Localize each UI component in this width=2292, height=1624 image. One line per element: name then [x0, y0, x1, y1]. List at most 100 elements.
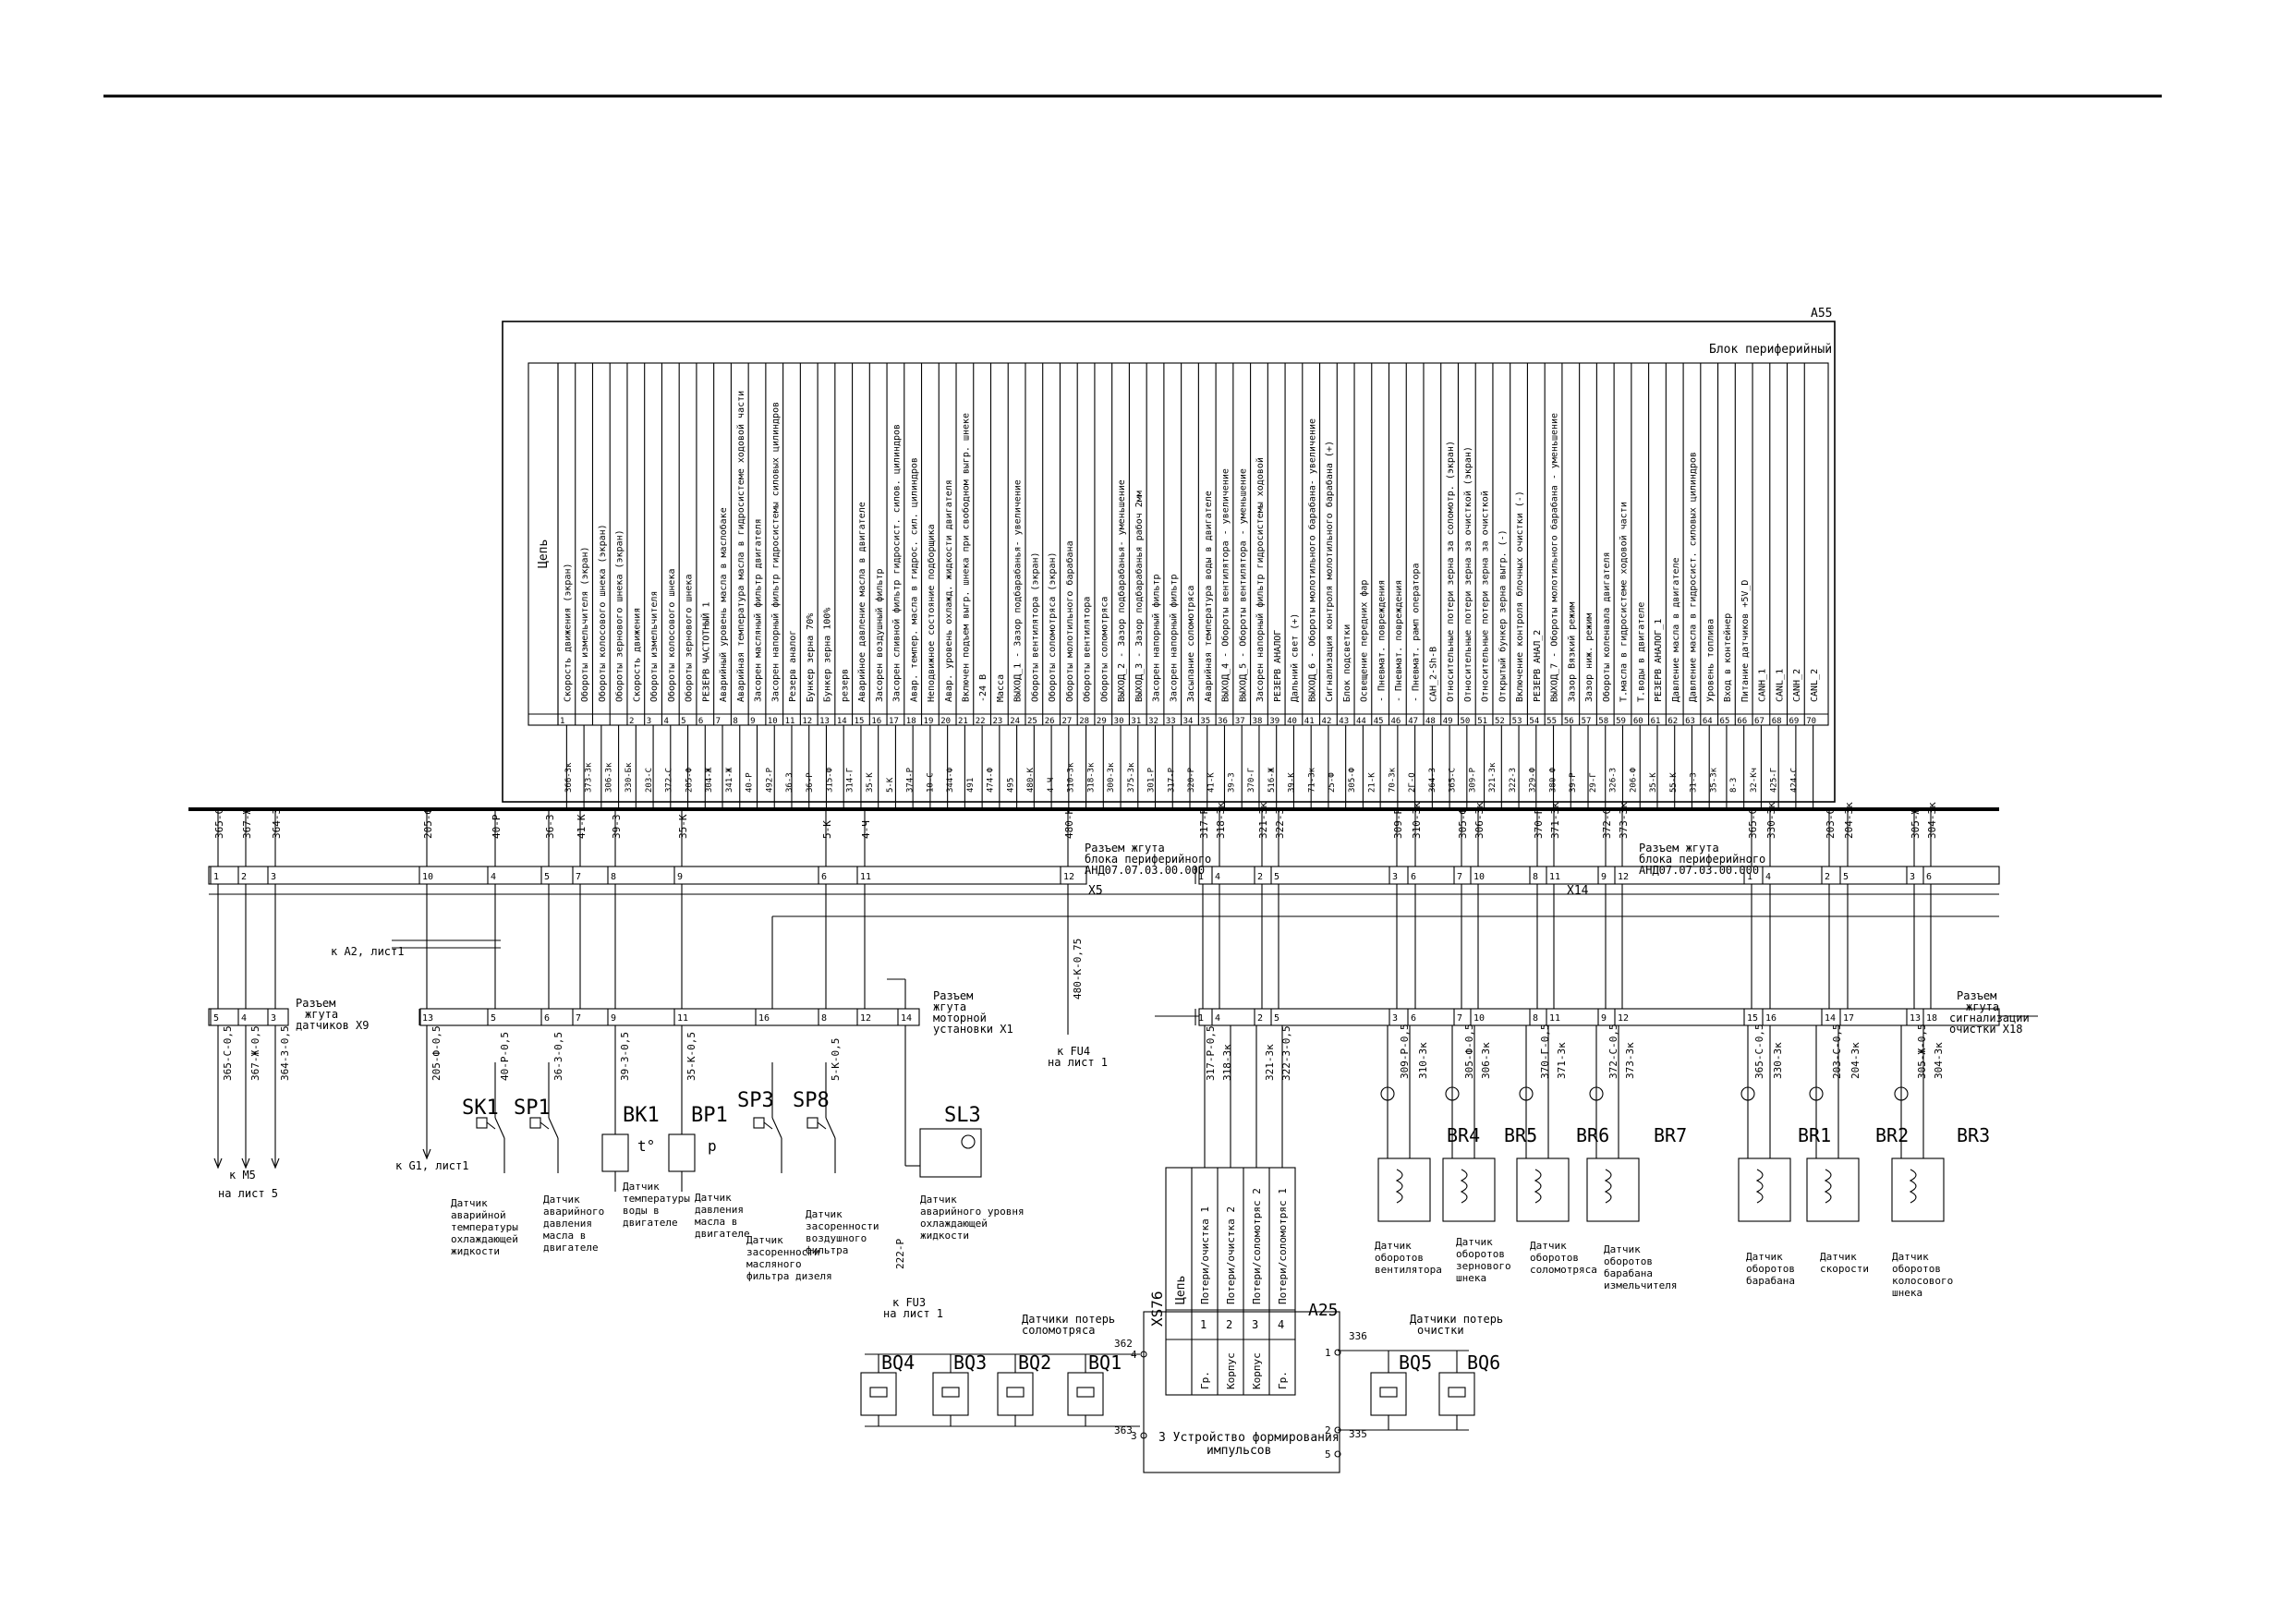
- a55-wire-mark: 492-Р: [765, 767, 774, 793]
- x5-title: Разъем жгута: [1085, 842, 1165, 854]
- br2-description: скорости: [1820, 1263, 1869, 1275]
- top-wire-label: 305-Ж: [1910, 808, 1922, 839]
- a55-wire-mark: 10-С: [926, 772, 935, 793]
- top-wire-label: 365-С: [213, 808, 225, 839]
- a55-pin-number: 69: [1789, 717, 1800, 726]
- top-wire-label: 304-Зк: [1926, 802, 1938, 839]
- connector-pin: 16: [1765, 1013, 1777, 1024]
- sk1-description: аварийной: [451, 1209, 506, 1221]
- top-wire-label: 205-Ф: [422, 808, 434, 839]
- shield-ring-icon: [1519, 1086, 1534, 1101]
- a55-wire-mark: 491: [966, 778, 976, 793]
- a55-pin-number: 4: [663, 717, 668, 726]
- ref-fu3: к FU3: [892, 1296, 926, 1309]
- a55-signal-label: Сигнализация контроля молотильного бараб…: [1324, 441, 1335, 702]
- bq-body: [1438, 1372, 1475, 1416]
- a55-pin-number: 20: [940, 717, 951, 726]
- a55-wire-mark: 318-Зк: [1086, 762, 1096, 793]
- a55-wire-mark: 341-Ж: [725, 767, 734, 793]
- connector-pin: 4: [1765, 872, 1771, 882]
- a55-pin-number: 23: [992, 717, 1002, 726]
- connector-pin: 11: [677, 1013, 688, 1024]
- a55-pin-number: 40: [1287, 717, 1297, 726]
- lower-wire-label: 480-К-0,75: [1072, 939, 1084, 1000]
- a55-signal-label: Обороты молотильного барабана: [1064, 540, 1075, 702]
- connector-pin: 9: [677, 872, 683, 882]
- connector-pin: 3: [1392, 872, 1398, 882]
- a55-block: A55 Блок периферийный Цепь Скорость движ…: [502, 307, 1836, 809]
- connector-pin: 7: [576, 872, 581, 882]
- connector-pin: 8: [1533, 1013, 1538, 1024]
- bq-id: BQ5: [1399, 1351, 1432, 1374]
- a55-pin-number: 30: [1114, 717, 1124, 726]
- xs76-col-number: 3: [1252, 1318, 1258, 1331]
- a55-signal-label: Неподвижное состояние подборщика: [926, 524, 937, 702]
- a55-pin-number: 44: [1356, 717, 1366, 726]
- sk1-id: SK1: [462, 1097, 499, 1120]
- connector-pin: 12: [860, 1013, 871, 1024]
- connector-pin: 6: [544, 1013, 550, 1024]
- connector-pin: 3: [271, 872, 276, 882]
- coil-icon: [1909, 1169, 1917, 1204]
- lower-wire-label: 305-Ф-0,5: [1463, 1024, 1475, 1079]
- a55-title: Блок периферийный: [1709, 343, 1832, 357]
- bk1-description: температуры: [623, 1193, 690, 1205]
- a55-signal-label: ВЫХОД_5 - Обороты вентилятора - уменьшен…: [1237, 468, 1248, 702]
- a55-wire-mark: 326-3: [1609, 768, 1619, 793]
- a55-wire-mark: 321-Зк: [1488, 762, 1498, 793]
- a55-signal-label: Питание датчиков +5V_D: [1740, 580, 1751, 702]
- a55-wire-mark: 344-Ф: [946, 767, 955, 793]
- a55-pin-number: 35: [1200, 717, 1210, 726]
- br4-description: вентилятора: [1375, 1264, 1442, 1276]
- top-wire-label: 4-Ч: [860, 820, 872, 839]
- bp1-description: Датчик: [695, 1192, 732, 1204]
- top-wire-label: 367-Ж: [241, 808, 253, 839]
- connector-pin: 5: [213, 1013, 219, 1024]
- a55-pin-number: 52: [1495, 717, 1505, 726]
- a55-signal-label: Относительные потери зерна за соломотр. …: [1446, 441, 1456, 702]
- connector-pin: 11: [1549, 872, 1560, 882]
- x14-strip: [1198, 866, 2000, 885]
- bq-id: BQ1: [1088, 1351, 1122, 1374]
- bk1-body: [601, 1133, 629, 1172]
- a55-wire-mark: 40-Р: [746, 772, 755, 793]
- a55-pin-number: 37: [1235, 717, 1245, 726]
- lower-wire-label: 365-С-0,5: [1753, 1024, 1765, 1079]
- piezo-icon: [941, 1387, 960, 1398]
- lower-wire-label: 370-Г-0,5: [1539, 1024, 1551, 1079]
- sp3-switch-body: [753, 1117, 765, 1129]
- lower-wire-label: 310-Зк: [1417, 1042, 1429, 1079]
- speed-sensor-body: [1738, 1157, 1791, 1222]
- a55-pin-number: 26: [1045, 717, 1055, 726]
- a55-signal-label: Скорость движения (экран): [563, 563, 573, 702]
- loss-clean-title-1: Датчики потерь: [1410, 1313, 1503, 1326]
- a55-signal-label: Засорен сливной фильтр гидросист. силов.…: [891, 424, 903, 702]
- x5-strip: [208, 866, 1087, 885]
- br2-id: BR2: [1875, 1124, 1909, 1146]
- a55-wire-mark: 314-Г: [845, 768, 855, 793]
- speed-sensor-body: [1586, 1157, 1640, 1222]
- br6-id: BR6: [1576, 1124, 1609, 1146]
- a55-pin-number: 68: [1772, 717, 1782, 726]
- a55-pin-number: 41: [1304, 717, 1315, 726]
- sensor-descriptions: Датчикаварийнойтемпературыохлаждающейжид…: [451, 1181, 1953, 1299]
- a55-wire-mark: 366-Зк: [564, 762, 574, 793]
- a55-signal-label: Зазор Вязкий режим: [1566, 602, 1577, 702]
- connector-pin: 4: [491, 872, 496, 882]
- top-wire-label: 317-Р: [1198, 808, 1210, 839]
- connector-pin: 6: [821, 872, 827, 882]
- shield-ring-icon: [1740, 1086, 1755, 1101]
- sp3-description: засоренности: [746, 1246, 819, 1258]
- a25-frame: [1143, 1311, 1340, 1473]
- bp1-description: масла в: [695, 1216, 737, 1228]
- a55-wire-mark: 375-Зк: [1127, 762, 1136, 793]
- lower-wire-label: 318-Зк: [1221, 1044, 1233, 1081]
- sp8-id: SP8: [793, 1089, 830, 1112]
- a55-wire-mark: 39-Р: [1569, 772, 1578, 793]
- sp1-description: Датчик: [543, 1194, 580, 1206]
- shield-ring-icon: [1380, 1086, 1395, 1101]
- a25-wire-number: 362: [1114, 1338, 1133, 1350]
